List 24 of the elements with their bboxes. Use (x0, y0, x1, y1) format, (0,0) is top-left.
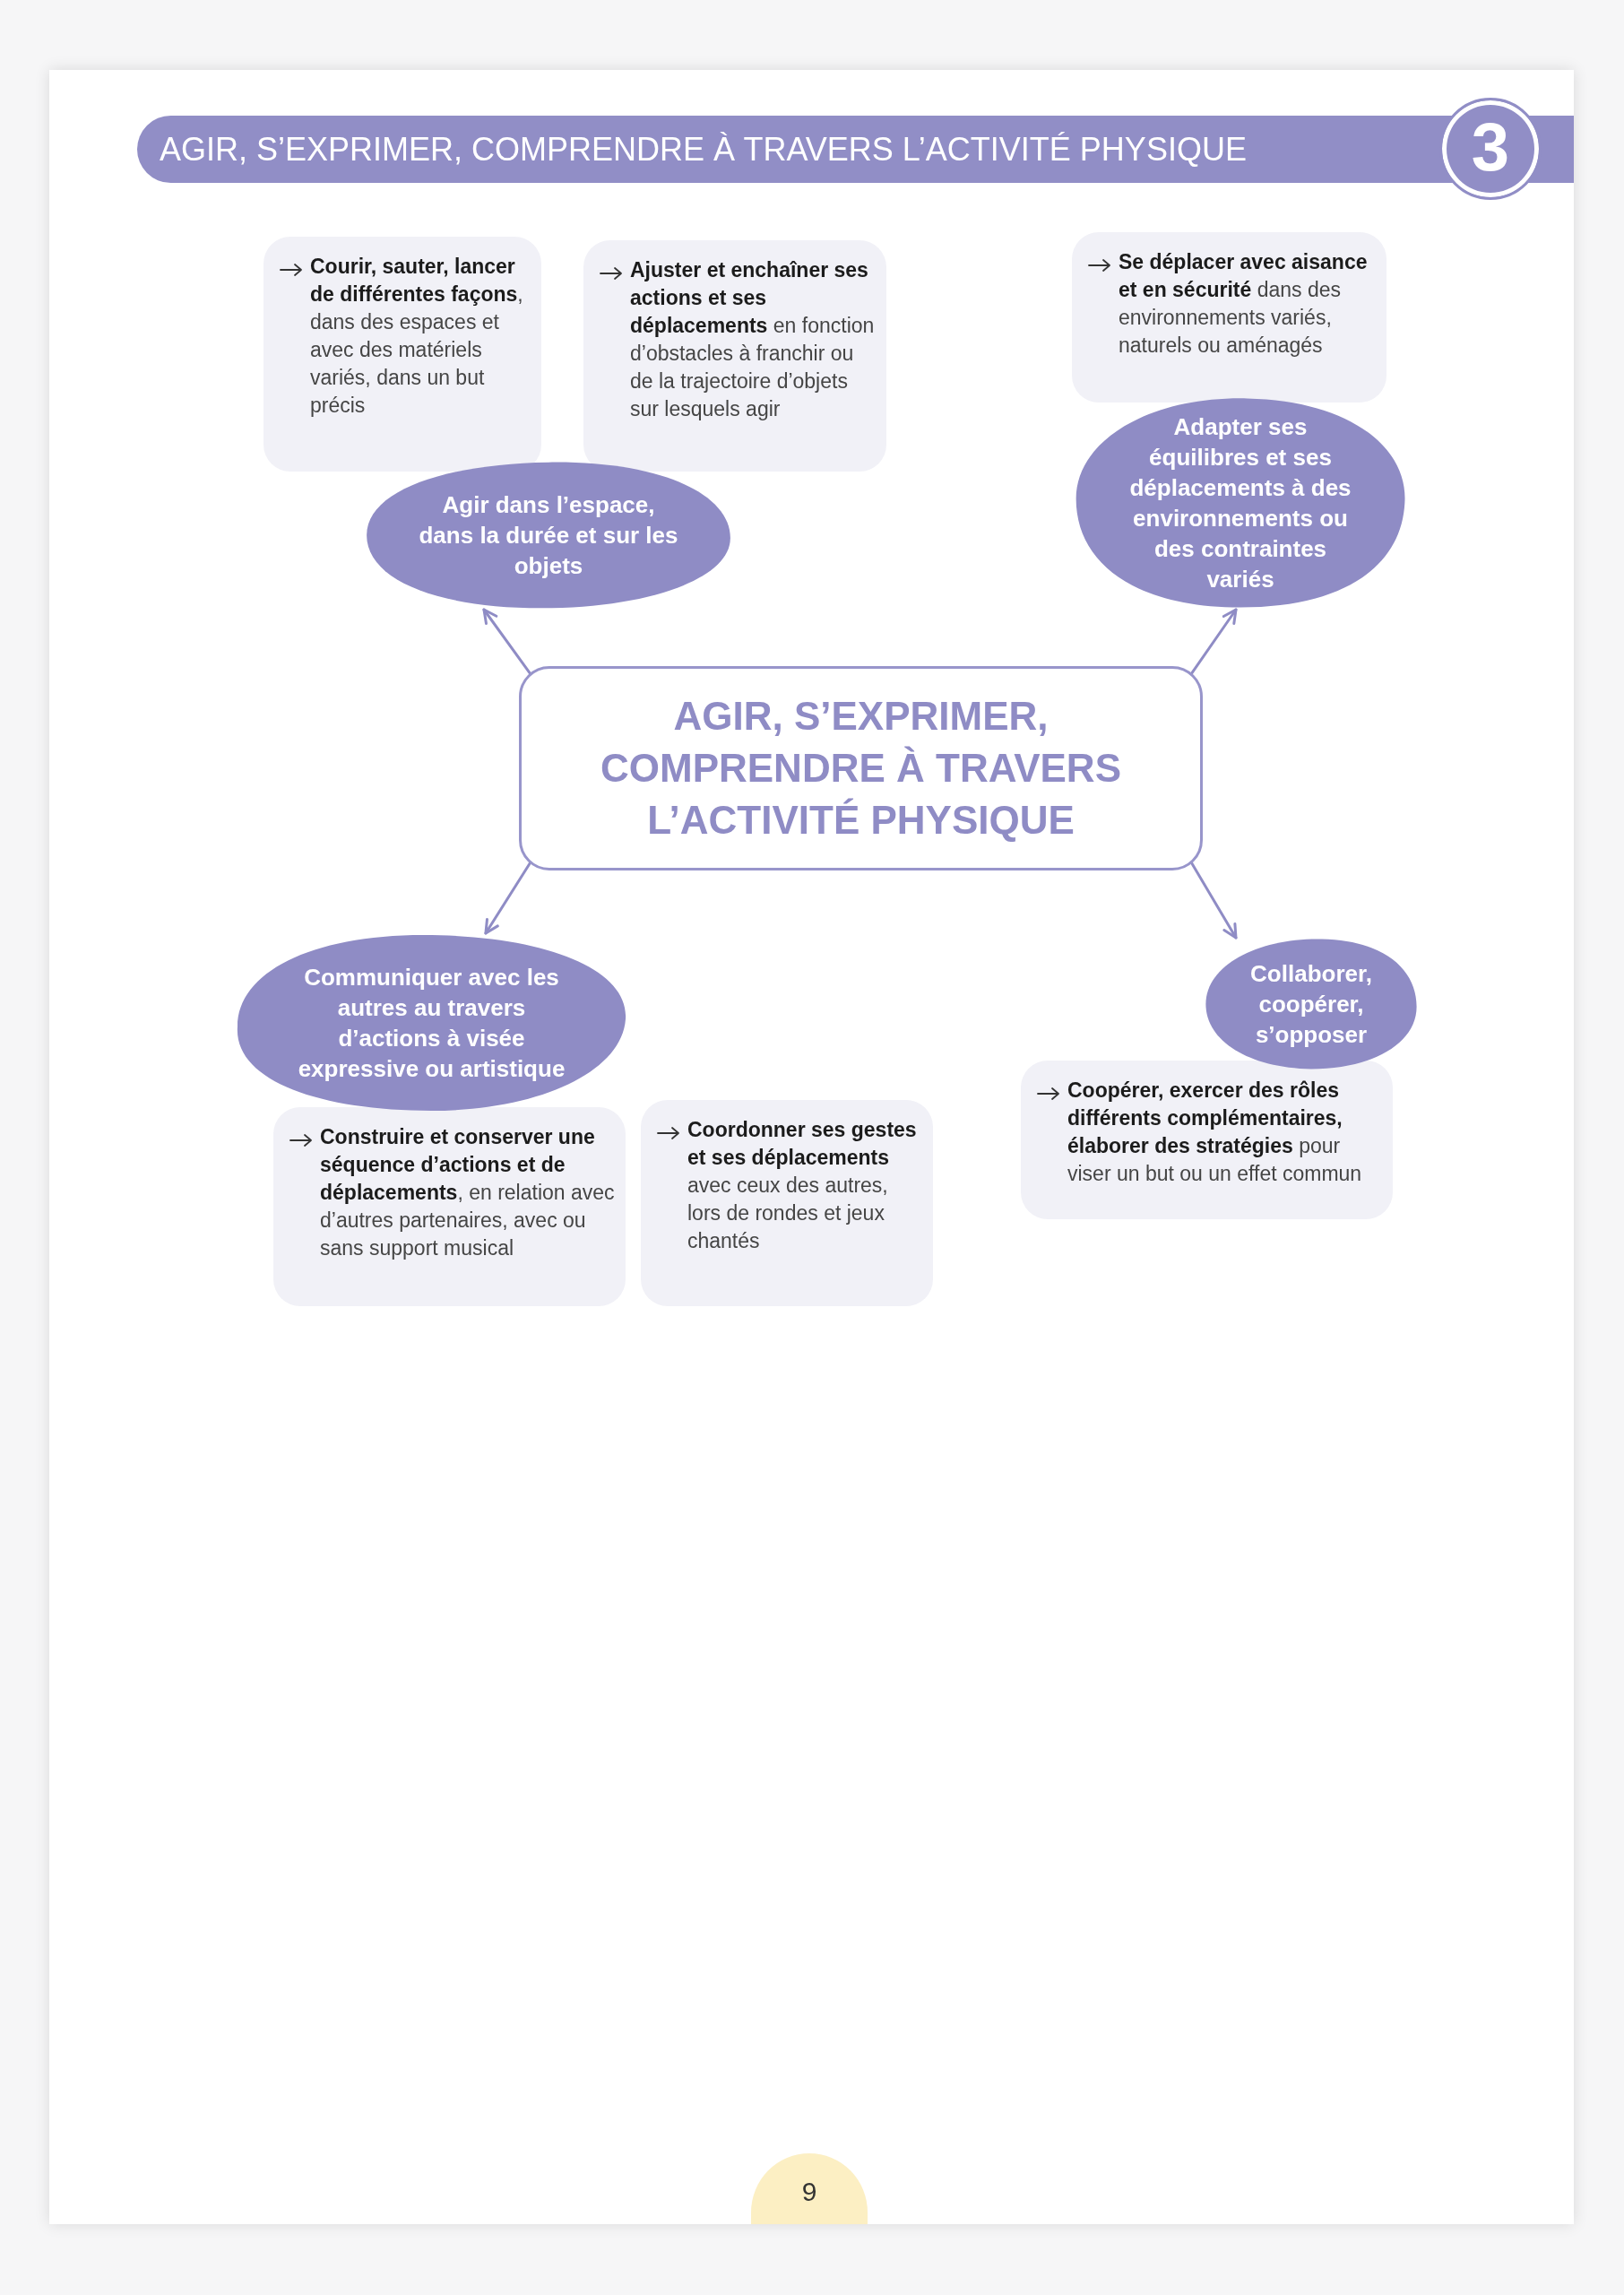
bubble-text: Agir dans l’espace, dans la durée et sur les objets (418, 490, 679, 581)
central-title-box (519, 666, 1203, 870)
text-card (273, 1107, 626, 1306)
arrow (482, 608, 531, 675)
text-card (263, 237, 541, 472)
card-text: Courir, sauter, lancer de différentes façons, dans des espaces et avec des matériels variés, dans un but précis (310, 254, 524, 419)
arrow (1190, 608, 1238, 675)
text-card (641, 1100, 933, 1306)
bubble-text: Adapter ses équilibres et ses déplacements à des environnements ou des contraintes variés (1128, 412, 1352, 594)
bubble-text: Communiquer avec les autres au travers d’actions à visée expressive ou artistique (297, 963, 566, 1084)
arrow (484, 862, 531, 935)
arrow (1190, 862, 1238, 940)
card-text: Construire et conserver une séquence d’actions et de déplacements, en relation avec d’autres partenaires, avec ou sans support musical (320, 1124, 615, 1261)
cloud-bubble (1204, 938, 1419, 1070)
card-text: Coopérer, exercer des rôles différents complémentaires, élaborer des stratégies pour viser un but ou un effet commun (1067, 1078, 1363, 1187)
card-text: Coordonner ses gestes et ses déplacements avec ceux des autres, lors de rondes et jeux chantés (687, 1117, 918, 1254)
text-card (1072, 232, 1386, 403)
text-card (583, 240, 886, 472)
card-text: Se déplacer avec aisance et en sécurité dans des environnements variés, naturels ou aménagés (1119, 249, 1369, 359)
header-title: AGIR, S’EXPRIMER, COMPRENDRE À TRAVERS L’ACTIVITÉ PHYSIQUE (160, 131, 1247, 168)
central-title: AGIR, S’EXPRIMER, COMPRENDRE À TRAVERS L’ACTIVITÉ PHYSIQUE (600, 693, 1122, 844)
bubble-text: Collaborer, coopérer, s’opposer (1249, 959, 1373, 1050)
text-card (1021, 1061, 1393, 1219)
card-text: Ajuster et enchaîner ses actions et ses déplacements en fonction d’obstacles à franchir ou de la trajectoire d’objets sur lesquels agir (630, 257, 876, 422)
